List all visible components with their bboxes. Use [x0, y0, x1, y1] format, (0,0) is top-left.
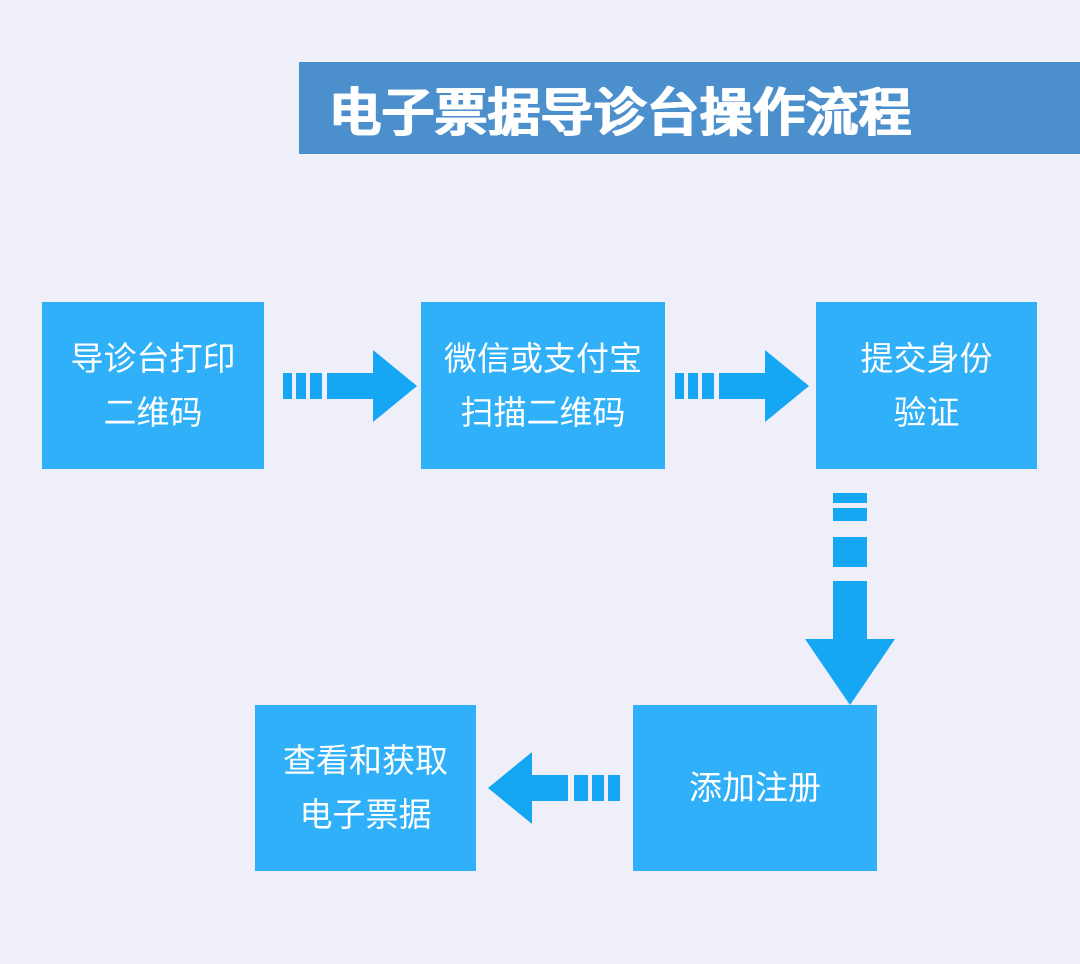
arrow-left-head [488, 752, 532, 824]
step-get-receipt-line-1: 查看和获取 [283, 741, 448, 780]
step-scan-qr-line-2: 扫描二维码 [460, 392, 626, 432]
title-banner: 电子票据导诊台操作流程 [299, 62, 1080, 154]
arrow-right-2-dash-1 [675, 373, 684, 399]
arrow-right-1 [283, 350, 417, 422]
arrow-right-1-dash-2 [296, 373, 306, 399]
step-print-qr-line-1: 导诊台打印 [70, 338, 236, 378]
page-title: 电子票据导诊台操作流程 [329, 83, 913, 144]
arrow-left-shaft [532, 775, 568, 801]
arrow-down-dash-3 [833, 537, 867, 567]
step-register: 添加注册 [633, 705, 877, 871]
step-print-qr-line-2: 二维码 [103, 392, 203, 432]
arrow-left [488, 752, 620, 824]
arrow-down-shaft [833, 581, 867, 639]
step-scan-qr: 微信或支付宝 扫描二维码 [421, 302, 665, 469]
step-get-receipt: 查看和获取 电子票据 [255, 705, 476, 871]
arrow-down-head [805, 639, 895, 705]
step-identity-line-2: 验证 [893, 392, 960, 432]
step-scan-qr-line-1: 微信或支付宝 [444, 338, 642, 378]
arrow-right-1-head [373, 350, 417, 422]
arrow-right-2 [675, 350, 809, 422]
arrow-right-2-dash-2 [688, 373, 698, 399]
arrow-right-2-dash-3 [702, 373, 714, 399]
step-print-qr: 导诊台打印 二维码 [42, 302, 264, 469]
arrow-right-1-dash-3 [310, 373, 322, 399]
arrow-left-dash-3 [608, 775, 620, 801]
arrow-left-dash-1 [574, 775, 588, 801]
arrow-right-1-shaft [327, 373, 373, 399]
step-identity-line-1: 提交身份 [860, 338, 993, 378]
arrow-right-1-dash-1 [283, 373, 292, 399]
step-register-line-1: 添加注册 [689, 768, 821, 807]
arrow-right-2-shaft [719, 373, 765, 399]
arrow-down [805, 493, 895, 705]
arrow-down-dash-1 [833, 493, 867, 503]
arrow-right-2-head [765, 350, 809, 422]
arrow-down-dash-2 [833, 508, 867, 521]
arrow-left-dash-2 [592, 775, 604, 801]
step-identity: 提交身份 验证 [816, 302, 1037, 469]
step-get-receipt-line-2: 电子票据 [299, 795, 432, 834]
